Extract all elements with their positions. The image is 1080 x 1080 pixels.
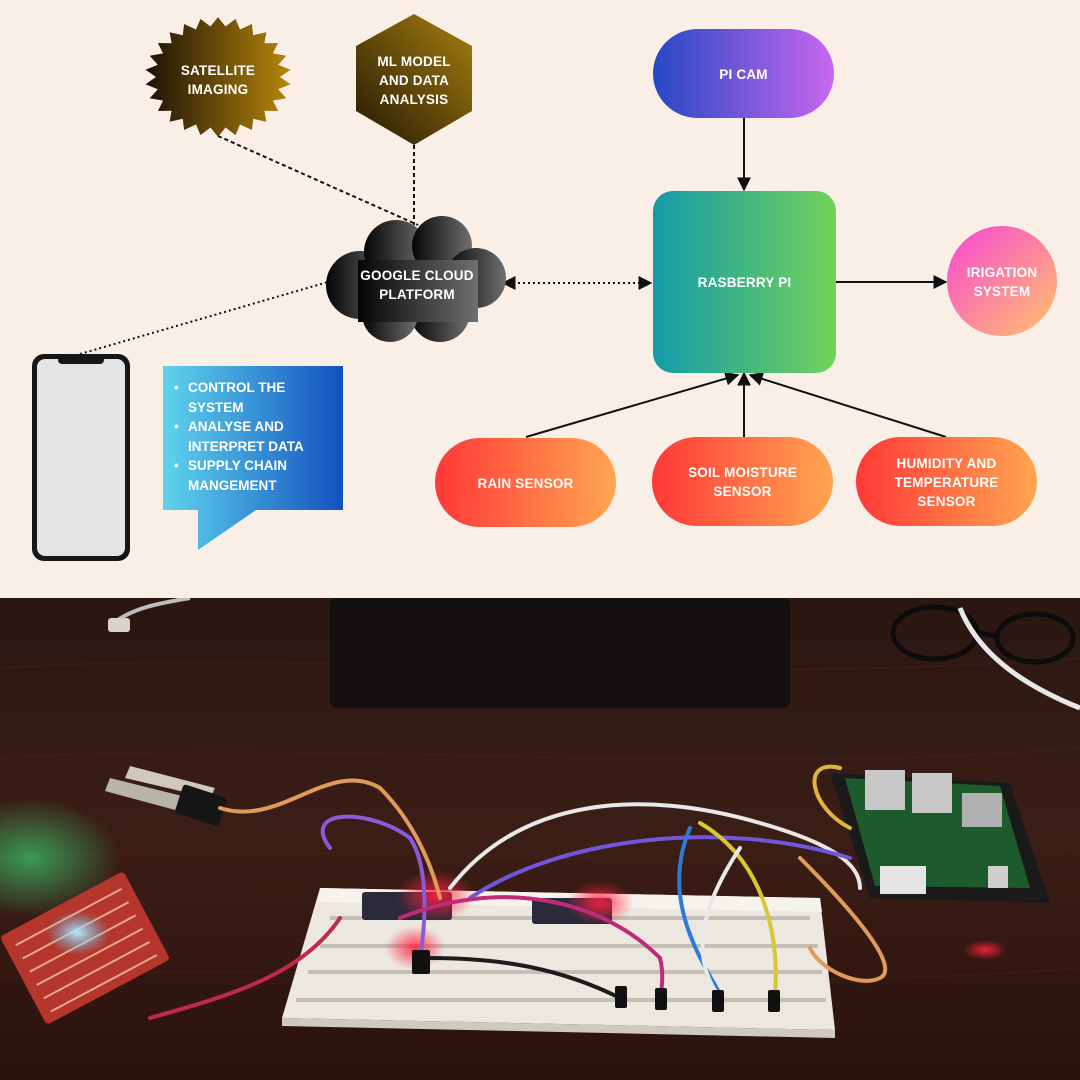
soil-moisture-sensor-node <box>652 437 833 526</box>
system-architecture-diagram: SATELLITE IMAGING ML MODEL AND DATA ANAL… <box>0 0 1080 598</box>
rain-sensor-label: RAIN SENSOR <box>477 475 574 491</box>
irrigation-system-node <box>947 226 1057 336</box>
hardware-prototype-photo <box>0 598 1080 1080</box>
prototype-photo-illustration <box>0 598 1080 1080</box>
google-cloud-label: GOOGLE CLOUD PLATFORM <box>360 268 474 302</box>
link-phone-cloud <box>79 281 329 355</box>
smartphone-icon <box>32 354 130 561</box>
raspberry-pi-board <box>830 770 1050 903</box>
raspberry-pi-label: RASBERRY PI <box>697 274 792 290</box>
jumper-wire-heads <box>412 950 780 1012</box>
ml-model-node <box>356 14 472 145</box>
irrigation-system-label: IRIGATION SYSTEM <box>966 265 1038 299</box>
raspberry-pi-node <box>653 191 836 373</box>
pi-cam-label: PI CAM <box>719 66 768 82</box>
link-humidity-rpi <box>748 372 947 438</box>
link-satellite-cloud <box>217 135 419 226</box>
connectors <box>79 118 948 438</box>
monitor-stand <box>330 598 790 708</box>
jumper-wires <box>148 764 888 1020</box>
humidity-temperature-sensor-node <box>856 437 1037 526</box>
pi-cam-node <box>653 29 834 118</box>
feature-item: SUPPLY CHAIN MANGEMENT <box>172 456 340 495</box>
soil-moisture-sensor-label: SOIL MOISTURE SENSOR <box>688 465 797 499</box>
rain-sensor-node <box>435 438 616 527</box>
features-list: CONTROL THE SYSTEM ANALYSE AND INTERPRET… <box>172 378 340 495</box>
link-rain-rpi <box>525 371 740 438</box>
soil-moisture-probe <box>105 766 227 826</box>
eyeglasses <box>890 604 1076 665</box>
satellite-imaging-node <box>145 17 291 137</box>
humidity-temperature-sensor-label: HUMIDITY AND TEMPERATURE SENSOR <box>894 455 999 509</box>
feature-item: ANALYSE AND INTERPRET DATA <box>172 417 340 456</box>
ml-model-label: ML MODEL AND DATA ANALYSIS <box>377 53 451 107</box>
google-cloud-node <box>326 216 506 342</box>
satellite-imaging-label: SATELLITE IMAGING <box>180 63 256 97</box>
feature-item: CONTROL THE SYSTEM <box>172 378 340 417</box>
